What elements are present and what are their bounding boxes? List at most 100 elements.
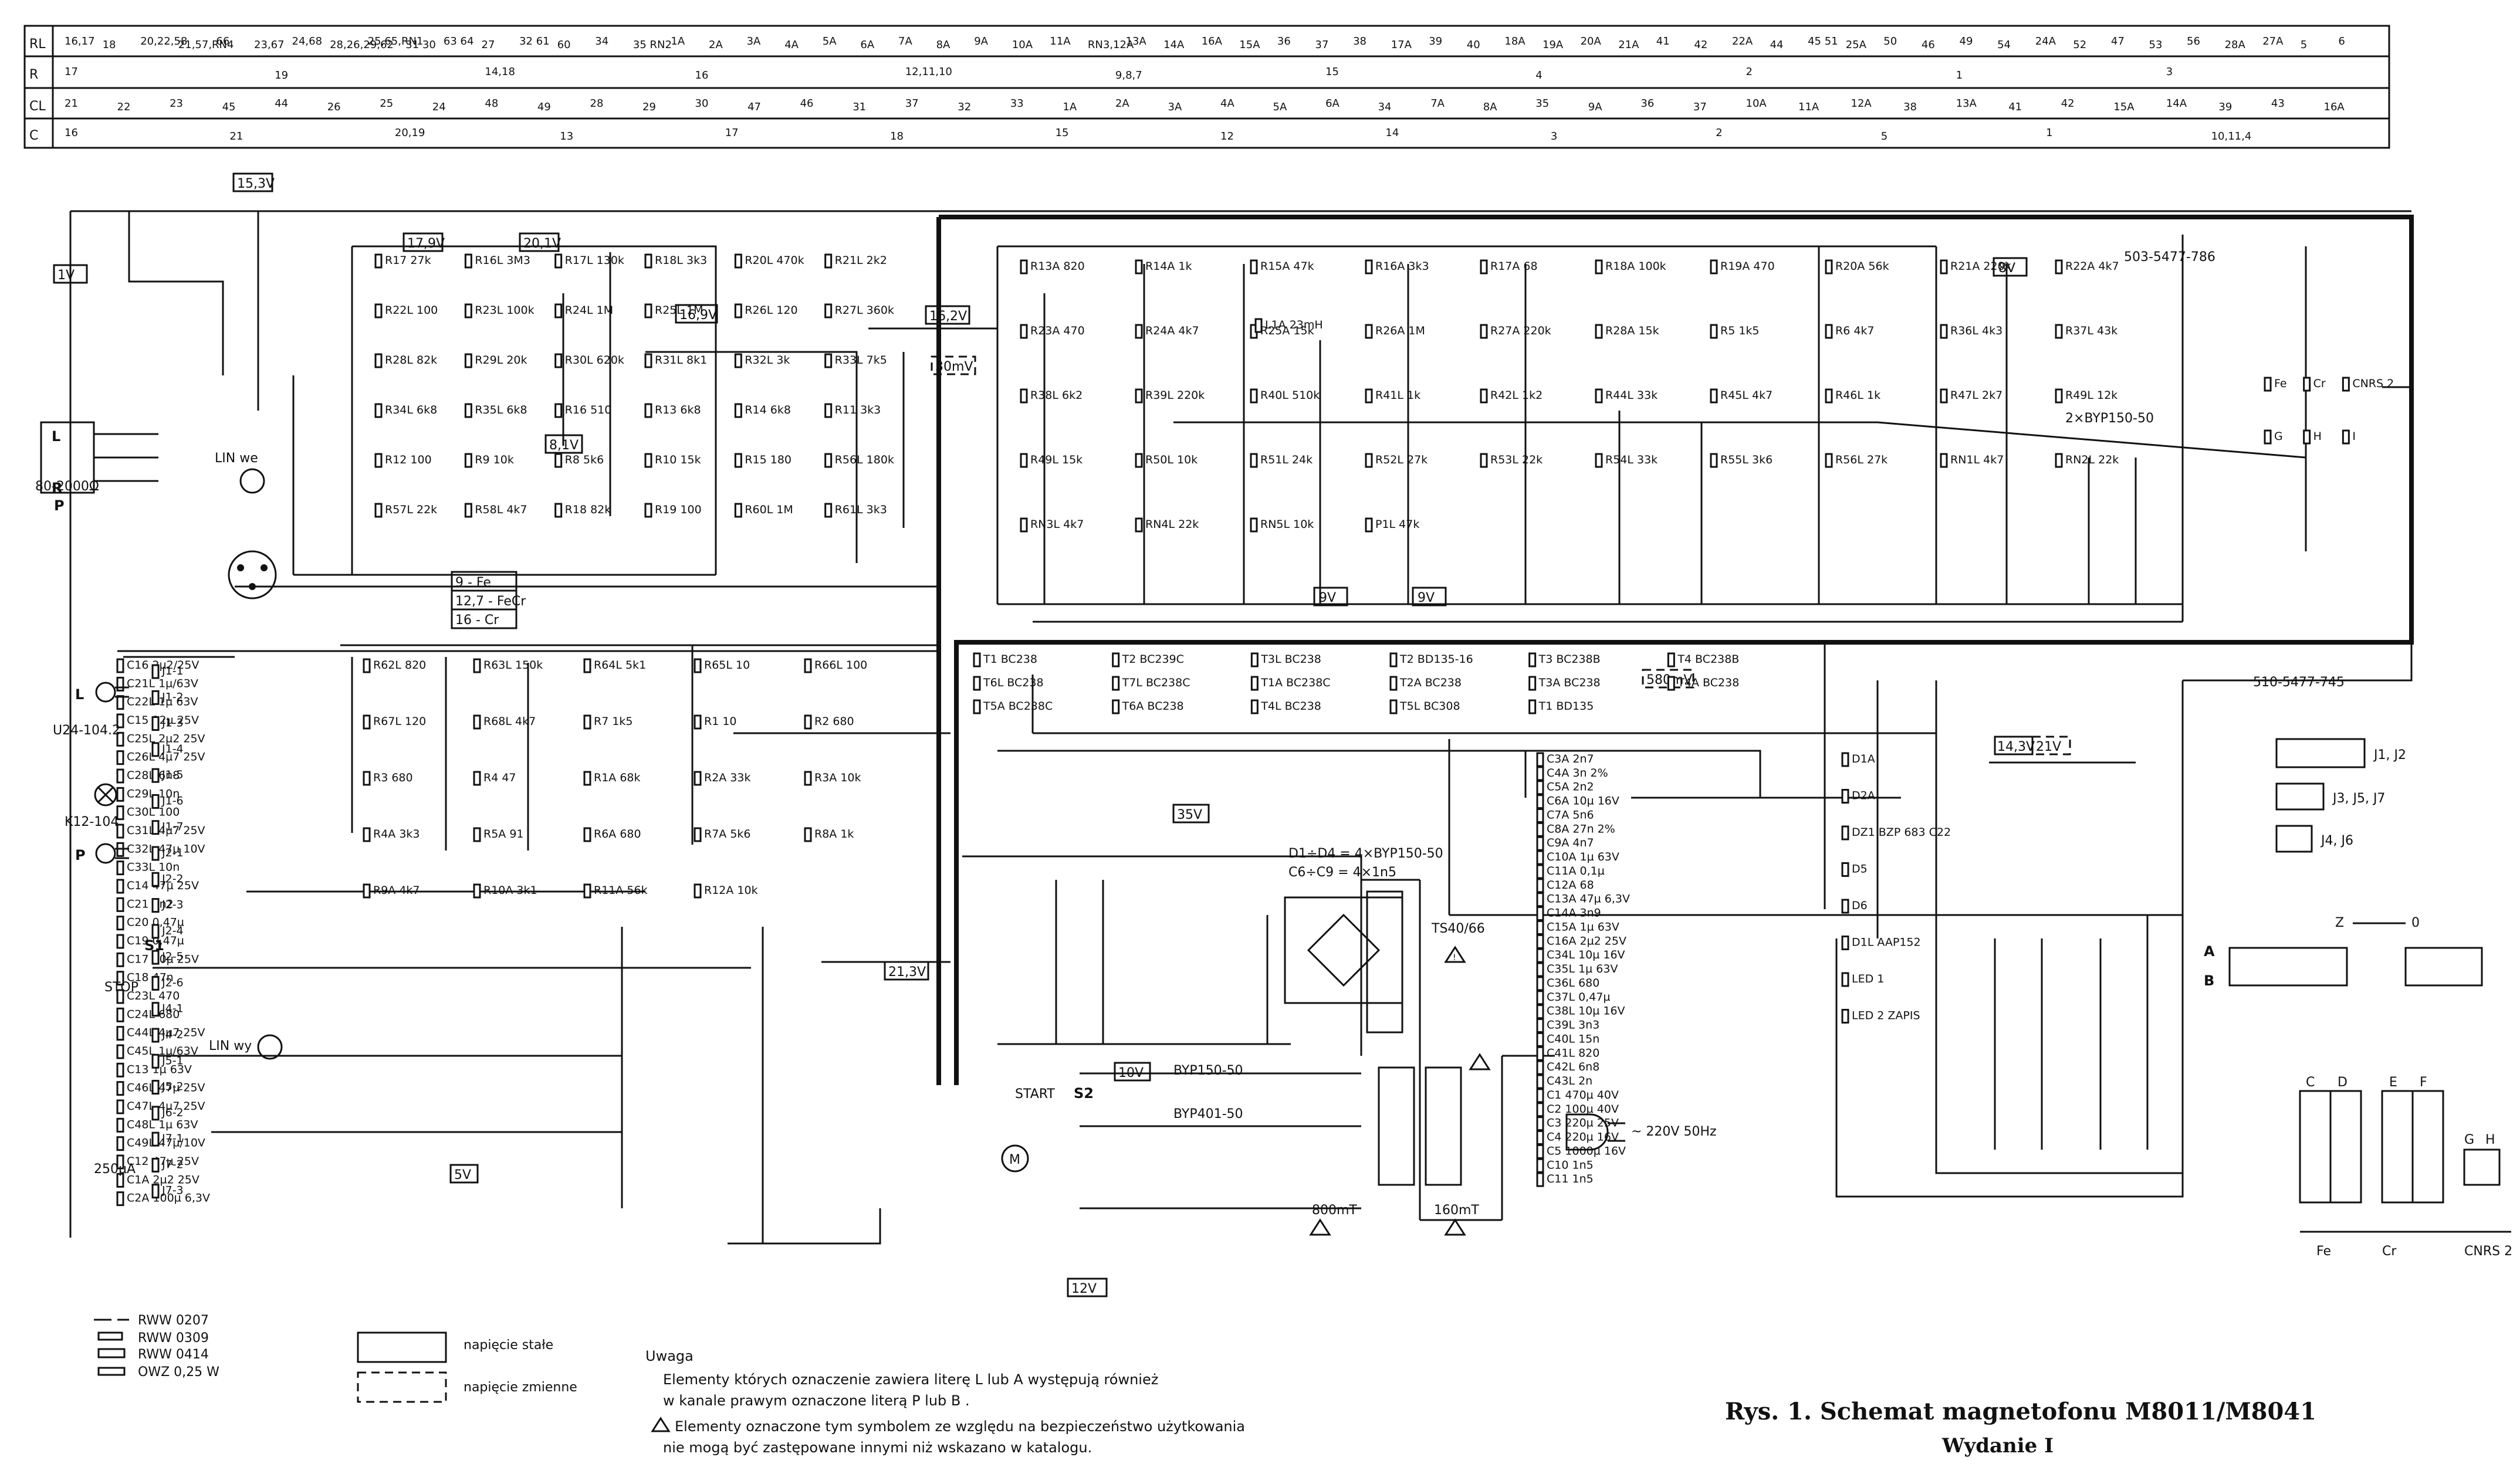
ref-cell: 16A (2324, 101, 2345, 113)
ref-cell: 7A (1430, 97, 1445, 110)
resistor-label: R20A 56k (1835, 260, 1889, 273)
transistor-label-symbol (1389, 652, 1398, 667)
capacitor-label: C33L 10n (127, 861, 180, 874)
head-label: U24-104.2 (53, 723, 120, 738)
resistor-label: R31L 8k1 (655, 354, 707, 367)
capacitor-label: C40L 15n (1547, 1032, 1599, 1045)
svg-text:14,3V: 14,3V (1997, 740, 2035, 754)
resistor-label: R1A 68k (594, 771, 641, 784)
resistor-label-symbol (363, 714, 371, 730)
ref-cell: 2A (709, 39, 723, 51)
ref-cell: 41 (1656, 35, 1670, 48)
capacitor-label-symbol (116, 1081, 124, 1096)
connector-label: J2-4 (161, 924, 184, 937)
ref-cell: 40 (1467, 39, 1480, 51)
capacitor-label: C26L 4µ7 25V (127, 751, 205, 764)
capacitor-label: C46L 47µ 25V (127, 1082, 205, 1095)
ref-cell: 15 (1325, 66, 1339, 78)
capacitor-label-symbol (116, 1191, 124, 1207)
resistor-label: R42L 1k2 (1490, 389, 1543, 402)
diode-label: DZ1 BZP 683 C22 (1852, 826, 1951, 839)
svg-text:D: D (2338, 1075, 2348, 1090)
capacitor-label-symbol (1536, 1004, 1544, 1019)
diode-label: D1A (1852, 753, 1875, 765)
capacitor-label: C21L 1µ/63V (127, 677, 198, 690)
resistor-label-symbol (1480, 324, 1488, 339)
resistor-label-symbol (644, 303, 652, 318)
ref-cell: 3 (1551, 130, 1557, 143)
board-ids: 503-5477-786 510-5477-745 (2124, 250, 2345, 690)
voltage-box: 15,3V (232, 172, 275, 192)
resistor-label: R4A 3k3 (373, 828, 420, 841)
voltage-box: 16,2V (925, 305, 970, 325)
resistor-label-symbol (554, 403, 563, 418)
transistor-label: T1 BD135 (1538, 700, 1594, 713)
svg-text:1V: 1V (57, 268, 75, 283)
connector-label: J7-3 (161, 1184, 184, 1197)
resistor-label: R6 4k7 (1835, 324, 1875, 337)
ref-cell: 20A (1581, 35, 1602, 48)
resistor-label: R24A 4k7 (1145, 324, 1199, 337)
ref-cell: 8A (1483, 101, 1497, 113)
voltage-labels: 15,3V 17,9V 20,1V 16,9V 8,1V 16,2V 30mV … (53, 172, 2071, 1297)
ref-cell: 37 (1693, 101, 1707, 113)
switch-label: Fe (2274, 377, 2287, 390)
ref-cell: 50 (1883, 35, 1897, 48)
resistor-label-symbol (2055, 453, 2063, 468)
transistor-label-symbol (1112, 652, 1120, 667)
resistor-label: R19 100 (655, 503, 702, 516)
resistor-label-symbol (804, 714, 812, 730)
resistor-label: R14 6k8 (745, 404, 791, 416)
resistor-label: R56L 180k (835, 453, 894, 466)
resistor-label: R58L 4k7 (475, 503, 527, 516)
voltage-box: 35V (1172, 804, 1210, 824)
ref-cell: 1A (671, 35, 685, 48)
resistor-label-symbol (473, 658, 481, 673)
svg-text:12,7 - FeCr: 12,7 - FeCr (455, 594, 526, 609)
capacitor-label-symbol (1536, 1046, 1544, 1061)
mic-socket-icon (40, 421, 158, 494)
resistor-label-symbol (2055, 324, 2063, 339)
line-in-label: LIN we (215, 451, 258, 466)
resistor-label-symbol (583, 771, 591, 786)
ref-cell: 10A (1012, 39, 1033, 51)
resistor-label-symbol (374, 353, 383, 368)
transistor-label: T2A BC238 (1399, 676, 1462, 689)
diode-label: LED 2 ZAPIS (1852, 1009, 1920, 1022)
resistor-label-symbol (1250, 259, 1258, 275)
transistor-label: T1A BC238C (1260, 676, 1330, 689)
ref-cell: 38 (1903, 101, 1917, 113)
resistor-label: RN5L 10k (1260, 518, 1314, 531)
ref-cell: 15 (1056, 127, 1069, 139)
resistor-label-symbol (694, 883, 702, 899)
ref-cell: 39 (2218, 101, 2232, 113)
transistor-label: T4A BC238 (1677, 676, 1739, 689)
ref-cell: 47 (2111, 35, 2125, 48)
stop-label: STOP (104, 980, 138, 995)
resistor-label-symbol (1480, 453, 1488, 468)
tape-heads: L P (40, 421, 283, 1060)
ref-cell: 38 (1353, 35, 1366, 48)
svg-text:C: C (2306, 1075, 2315, 1090)
figure-title: Rys. 1. Schemat magnetofonu M8011/M8041 (1725, 1398, 2316, 1425)
transistor-label-symbol (1667, 652, 1675, 667)
ref-cell: 32 61 (519, 35, 550, 48)
capacitor-label-symbol (116, 1154, 124, 1170)
svg-text:H: H (2485, 1133, 2495, 1147)
svg-text:Cr: Cr (2382, 1244, 2397, 1259)
transistor-label: T4L BC238 (1260, 700, 1321, 713)
connector-label-symbol (151, 690, 160, 705)
ref-cell: 10,11,4 (2211, 130, 2252, 143)
bridge-note-2: C6÷C9 = 4×1n5 (1288, 865, 1396, 880)
ref-cell: 23 (170, 97, 183, 110)
resistor-label-symbol (1020, 388, 1028, 404)
resistor-label: R34L 6k8 (385, 404, 437, 416)
switch-label: G (2274, 430, 2283, 443)
transistor-label: T5L BC308 (1399, 700, 1460, 713)
capacitor-label-symbol (1536, 1116, 1544, 1131)
resistor-label: R32L 3k (745, 354, 790, 367)
resistor-label-symbol (734, 353, 742, 368)
ref-cell: 9A (1588, 101, 1602, 113)
capacitor-label: C23L 470 (127, 990, 180, 1002)
svg-text:A: A (2204, 943, 2215, 960)
